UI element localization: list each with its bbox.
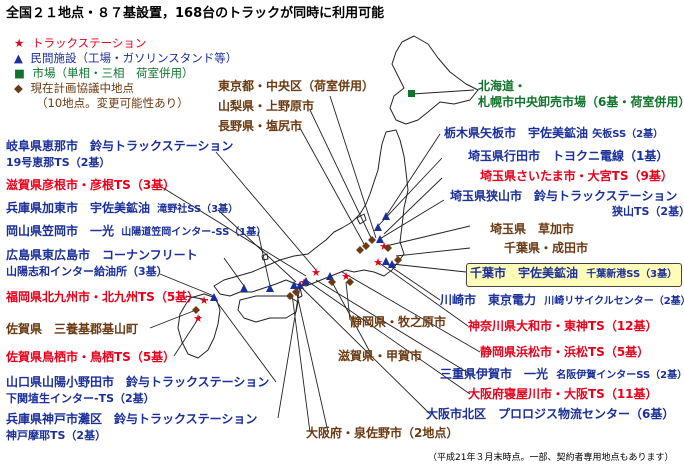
market-marker-sapporo	[408, 90, 415, 97]
label-kato: 兵庫県加東市 宇佐美鉱油 滝野社SS（3基）	[6, 201, 239, 216]
label-gifu-1: 岐阜県恵那市 鈴与トラックステーション	[6, 139, 234, 153]
legend-label: トラックステーション	[31, 36, 147, 50]
label-kawasaki-sub: 川崎リサイクルセンター（2基）	[544, 296, 684, 307]
private-marker-chiba	[388, 260, 396, 268]
label-hamamatsu: 静岡県浜松市・浜松TS（5基）	[480, 345, 650, 359]
legend-label: 市場（単相・三相 荷室併用）	[32, 66, 194, 80]
hokkaido-island	[389, 35, 479, 125]
label-yamanashi: 山梨県・上野原市	[218, 99, 315, 113]
label-neyagawa: 大阪府寝屋川市・大阪TS（11基）	[468, 387, 658, 401]
label-tosu: 佐賀県鳥栖市・鳥栖TS（5基）	[6, 350, 176, 364]
legend-item-station: ★ トラックステーション	[14, 36, 147, 50]
footnote: （平成21年３月末時点。一部、契約者専用地点もあります）	[428, 453, 674, 463]
station-marker-saitama: ★	[379, 240, 389, 253]
label-hiroshima-2: 山陽志和インター給油所（3基）	[6, 265, 168, 278]
legend-item-planned: ◆ 現在計画協議中地点	[14, 81, 135, 95]
label-tochigi-main: 栃木県矢板市 宇佐美鉱油	[444, 126, 589, 140]
label-shizuoka: 静岡県・牧之原市	[350, 315, 447, 329]
planned-marker-izumisano-b	[286, 292, 294, 300]
planned-marker-izumisano	[292, 288, 300, 296]
blue-triangle-icon: ▲	[14, 51, 23, 65]
private-marker-iga	[302, 277, 310, 285]
label-nada-1: 兵庫県神戸市灘区 鈴与トラックステーション	[6, 412, 258, 426]
legend-label: 現在計画協議中地点	[30, 81, 135, 95]
label-iga-sub: 名阪伊賀インターSS（2基）	[556, 370, 684, 381]
label-soka: 埼玉県 草加市	[490, 222, 575, 236]
planned-marker-koka	[328, 278, 336, 286]
station-marker-kitakyushu: ★	[199, 294, 209, 307]
map-title: 全国２１地点・８７基設置，168台のトラックが同時に利用可能	[6, 6, 385, 21]
label-narita: 千葉県・成田市	[504, 241, 589, 255]
label-onoda-2: 下関埴生インター-TS（2基）	[6, 392, 155, 405]
station-marker-yamato: ★	[373, 256, 383, 269]
label-tokyo: 東京都・中央区（荷室併用）	[218, 79, 375, 93]
label-hiroshima-1: 広島県東広島市 コーナンフリート	[6, 248, 198, 262]
private-marker-kato	[290, 281, 298, 289]
label-hokkaido-1: 北海道・	[478, 79, 527, 93]
legend-note: （10地点。変更可能性あり）	[36, 96, 189, 110]
label-chiba: 千葉市 宇佐美鉱油 千葉新港SS（3基）	[470, 266, 678, 281]
red-star-icon: ★	[14, 36, 25, 50]
legend-item-private: ▲ 民間施設（工場・ガソリンスタンド等）	[14, 51, 238, 65]
label-izumisano: 大阪府・泉佐野市（2地点）	[306, 426, 459, 440]
planned-marker-narita	[394, 256, 402, 264]
label-yamato: 神奈川県大和市・東神TS（12基）	[468, 319, 658, 333]
label-koka: 滋賀県・甲賀市	[338, 349, 423, 363]
label-kawasaki-main: 川崎市 東京電力	[440, 293, 537, 307]
label-kawasaki: 川崎市 東京電力 川崎リサイクルセンター（2基）	[440, 293, 684, 308]
label-kato-main: 兵庫県加東市 宇佐美鉱油	[6, 201, 151, 215]
planned-marker-nagano	[356, 246, 364, 254]
sado-island	[356, 213, 367, 225]
station-marker-hikone: ★	[311, 266, 321, 279]
label-kasaoka: 岡山県笠岡市 一光 山陽道笠岡インター-SS（1基）	[6, 224, 267, 239]
brown-diamond-icon: ◆	[14, 81, 23, 95]
planned-marker-tokyo	[368, 236, 376, 244]
label-gyoda: 埼玉県行田市 トヨクニ電線（1基）	[468, 149, 669, 163]
green-square-icon: ■	[14, 66, 25, 80]
label-saitama: 埼玉県さいたま市・大宮TS（9基）	[480, 169, 673, 183]
map-markers: ★ ★ ★ ★ ★ ★ ★	[192, 90, 415, 325]
private-marker-hiroshima	[240, 284, 248, 292]
planned-marker-yamanashi	[362, 242, 370, 250]
label-kitaku: 大阪市北区 プロロジス物流センター（6基）	[426, 407, 675, 421]
label-sayama-1: 埼玉県狭山市 鈴与トラックステーション	[450, 189, 678, 203]
label-tochigi-sub: 矢板SS（2基）	[592, 129, 664, 140]
label-iga: 三重県伊賀市 一光 名阪伊賀インターSS（2基）	[440, 367, 684, 382]
label-tochigi: 栃木県矢板市 宇佐美鉱油 矢板SS（2基）	[444, 126, 664, 141]
label-saga: 佐賀県 三養基郡基山町	[6, 322, 139, 336]
label-hokkaido-2: 札幌市中央卸売市場（6基・荷室併用）	[478, 95, 684, 109]
label-chiba-main: 千葉市 宇佐美鉱油	[470, 266, 579, 280]
private-marker-onoda	[210, 293, 218, 301]
planned-marker-saga	[192, 306, 200, 314]
label-gifu-2: 19号恵那TS（2基）	[6, 156, 111, 169]
label-sayama-2: 狭山TS（2基）	[612, 205, 684, 218]
label-kato-sub: 滝野社SS（3基）	[157, 204, 239, 215]
private-marker-kawasaki	[382, 257, 390, 265]
honshu-island	[213, 129, 409, 297]
station-marker-tosu: ★	[193, 312, 203, 325]
shikoku-island	[237, 295, 299, 323]
legend-item-market: ■ 市場（単相・三相 荷室併用）	[14, 66, 194, 80]
label-nagano: 長野県・塩尻市	[218, 119, 303, 133]
label-kasaoka-main: 岡山県笠岡市 一光	[6, 224, 115, 238]
private-marker-gyoda	[374, 223, 382, 231]
private-marker-kitaku	[296, 281, 304, 289]
planned-marker-shizuoka	[346, 278, 354, 286]
private-marker-kasaoka	[266, 284, 274, 292]
private-marker-tochigi	[382, 212, 390, 220]
label-onoda-1: 山口県山陽小野田市 鈴与トラックステーション	[6, 375, 270, 389]
label-kasaoka-sub: 山陽道笠岡インター-SS（1基）	[121, 227, 267, 238]
private-marker-sayama	[376, 235, 384, 243]
station-marker-hamamatsu: ★	[341, 270, 351, 283]
highlight-chiba-box	[466, 263, 682, 287]
label-hikone: 滋賀県彦根市・彦根TS（3基）	[6, 178, 176, 192]
planned-marker-soka	[384, 244, 392, 252]
label-nada-2: 神戸摩耶TS（2基）	[6, 429, 107, 442]
label-chiba-sub: 千葉新港SS（3基）	[586, 269, 678, 280]
label-iga-main: 三重県伊賀市 一光	[440, 367, 549, 381]
legend-label: 民間施設（工場・ガソリンスタンド等）	[30, 51, 238, 65]
label-kitakyushu: 福岡県北九州市・北九州TS（5基）	[6, 290, 200, 304]
